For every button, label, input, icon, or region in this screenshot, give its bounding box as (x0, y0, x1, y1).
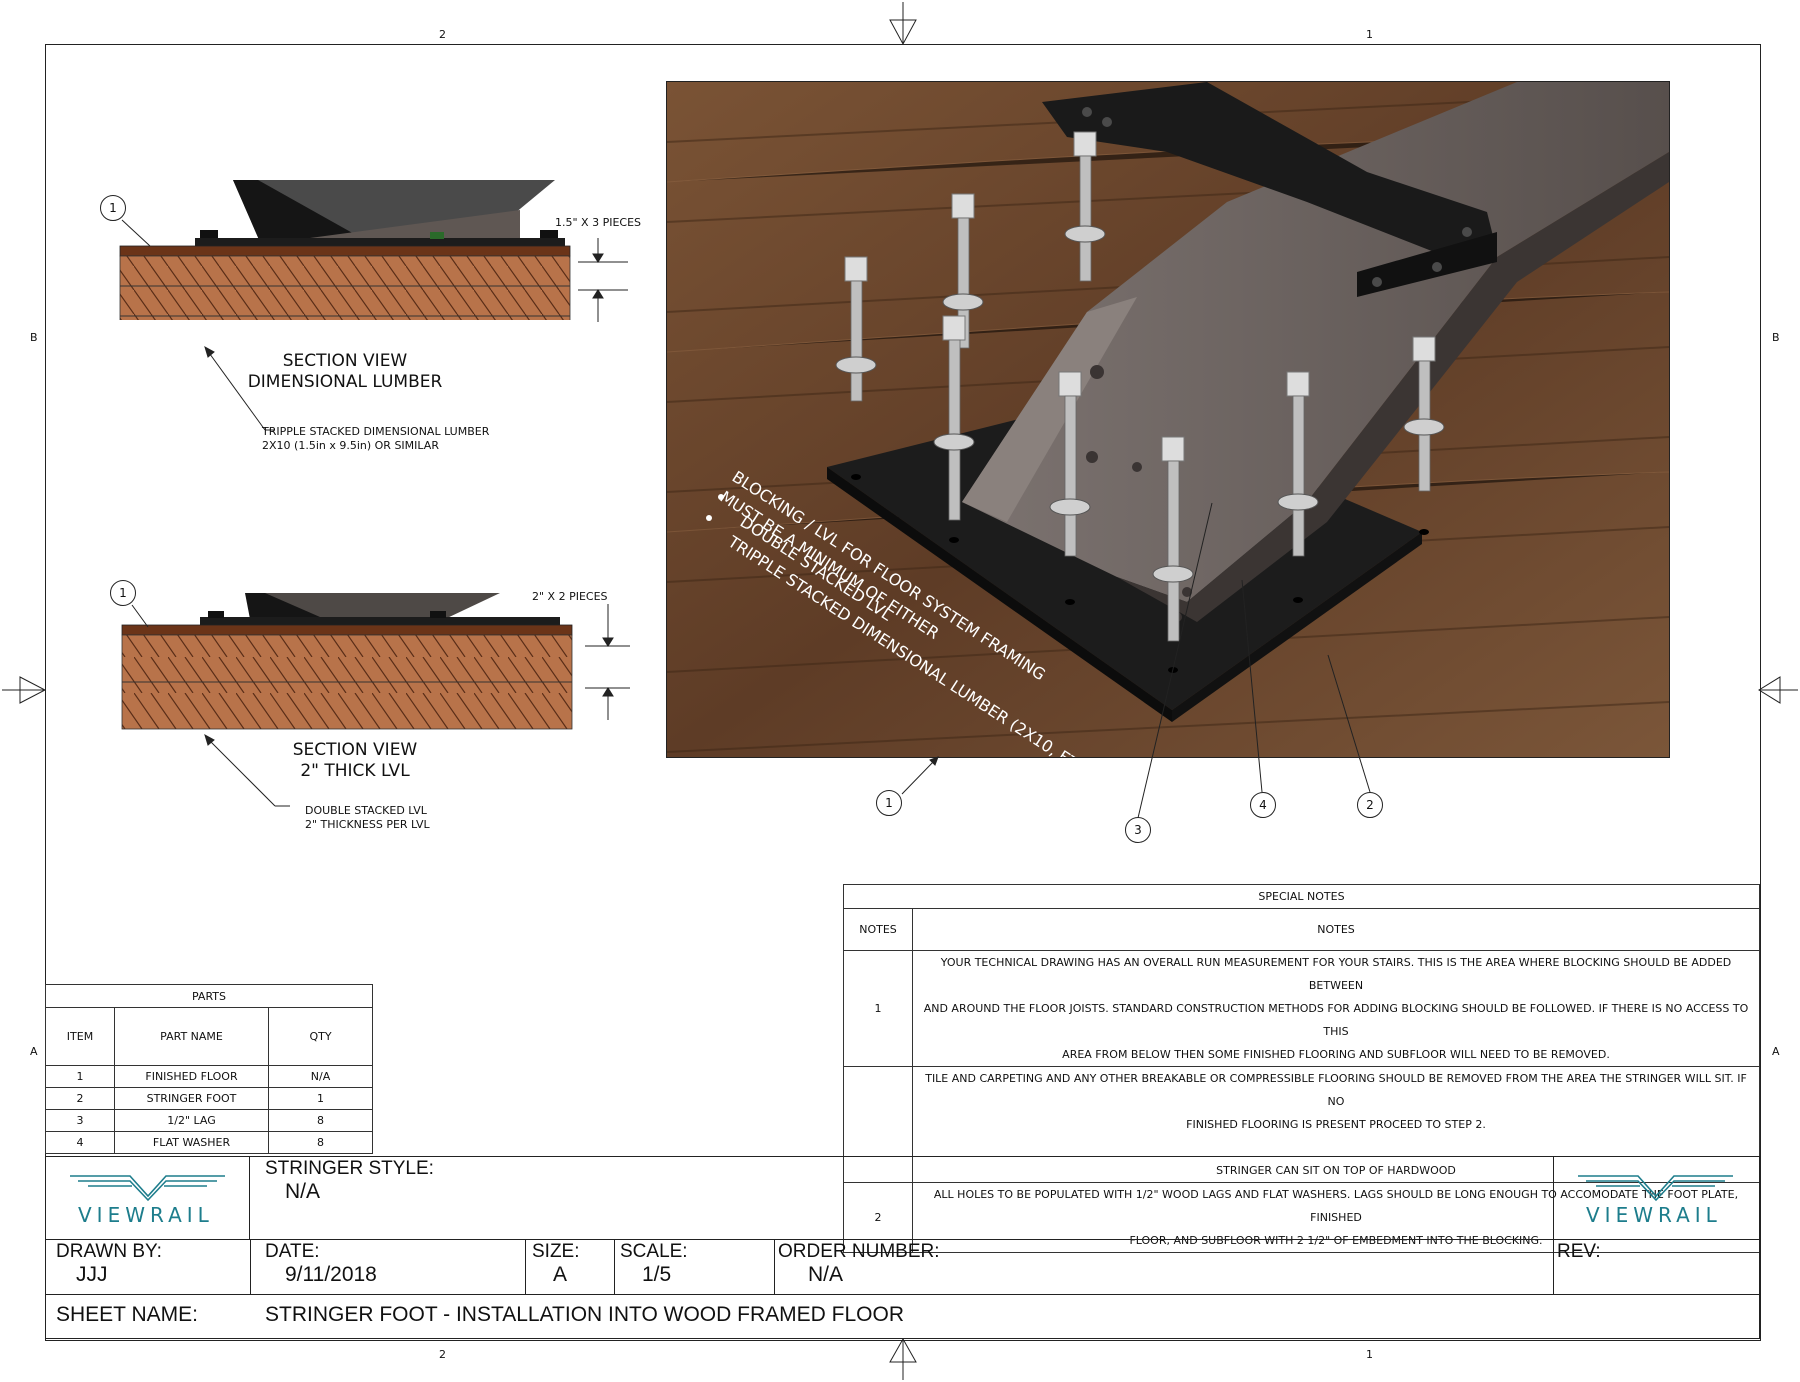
section-view-lvl (121, 593, 573, 730)
order-number-label: ORDER NUMBER: (778, 1241, 940, 1262)
section-a-title-line1: SECTION VIEW (282, 351, 408, 371)
parts-cell: FLAT WASHER (114, 1131, 269, 1154)
note-text: AND AROUND THE FLOOR JOISTS. STANDARD CO… (923, 1002, 1749, 1038)
zone-marker-left-b: B (30, 331, 38, 344)
size-value: A (553, 1263, 568, 1286)
drawing-border (45, 44, 1761, 1341)
parts-cell: STRINGER FOOT (114, 1087, 269, 1110)
note-text: TILE AND CARPETING AND ANY OTHER BREAKAB… (925, 1072, 1747, 1108)
zone-marker-right-b: B (1772, 331, 1780, 344)
render-callout-4: 4 (1250, 792, 1276, 818)
parts-header-name: PART NAME (114, 1007, 269, 1066)
notes-header-col1: NOTES (843, 908, 913, 951)
stringer-style-label: STRINGER STYLE: (265, 1158, 434, 1179)
date-value: 9/11/2018 (285, 1263, 377, 1286)
note-number: 1 (843, 950, 913, 1067)
zone-marker-top-1: 1 (1366, 28, 1373, 41)
parts-table-title: PARTS (45, 984, 373, 1008)
viewrail-logo-right: VIEWRAIL (1586, 1203, 1722, 1227)
note-number: 2 (843, 1182, 913, 1253)
special-notes-title: SPECIAL NOTES (843, 884, 1760, 909)
drawn-by-label: DRAWN BY: (56, 1241, 162, 1262)
parts-cell: 2 (45, 1087, 115, 1110)
order-number-value: N/A (808, 1263, 844, 1286)
stringer-foot-render: BLOCKING / LVL FOR FLOOR SYSTEM FRAMING … (666, 81, 1670, 758)
table-row: TILE AND CARPETING AND ANY OTHER BREAKAB… (843, 1066, 1760, 1183)
note-text: FLOOR, AND SUBFLOOR WITH 2 1/2" OF EMBED… (1129, 1234, 1543, 1247)
sheet-name-row (45, 1294, 1760, 1339)
parts-cell: N/A (268, 1065, 373, 1088)
scale-label: SCALE: (620, 1241, 688, 1262)
section-b-title-line2: 2" THICK LVL (300, 761, 410, 781)
zone-marker-left-a: A (30, 1045, 38, 1058)
parts-cell: 1/2" LAG (114, 1109, 269, 1132)
notes-header-col2: NOTES (912, 908, 1760, 951)
viewrail-logo-mark-right (1578, 1175, 1733, 1202)
scale-value: 1/5 (642, 1263, 672, 1286)
zone-marker-bottom-1: 1 (1366, 1348, 1373, 1361)
render-callout-1: 1 (876, 790, 902, 816)
size-label: SIZE: (532, 1241, 580, 1262)
date-label: DATE: (265, 1241, 320, 1262)
note-text: YOUR TECHNICAL DRAWING HAS AN OVERALL RU… (940, 956, 1732, 992)
section-view-dimensional-lumber (119, 180, 571, 320)
parts-cell: 4 (45, 1131, 115, 1154)
callout-1-section-a: 1 (100, 195, 126, 221)
table-row: 2 ALL HOLES TO BE POPULATED WITH 1/2" WO… (843, 1182, 1760, 1253)
parts-cell: FINISHED FLOOR (114, 1065, 269, 1088)
viewrail-logo-mark-left (70, 1175, 225, 1202)
stringer-style-value: N/A (285, 1180, 321, 1203)
render-illustration (667, 82, 1669, 757)
zone-marker-top-2: 2 (439, 28, 446, 41)
render-callout-2: 2 (1357, 792, 1383, 818)
section-b-title-line1: SECTION VIEW (292, 740, 418, 760)
zone-marker-bottom-2: 2 (439, 1348, 446, 1361)
note-text: STRINGER CAN SIT ON TOP OF HARDWOOD (1216, 1164, 1456, 1177)
section-a-note-line1: TRIPPLE STACKED DIMENSIONAL LUMBER (262, 425, 490, 438)
render-callout-3: 3 (1125, 817, 1151, 843)
rev-label: REV: (1557, 1241, 1601, 1262)
parts-header-item: ITEM (45, 1007, 115, 1066)
zone-marker-right-a: A (1772, 1045, 1780, 1058)
note-text: AREA FROM BELOW THEN SOME FINISHED FLOOR… (1062, 1048, 1610, 1061)
section-b-dimension: 2" X 2 PIECES (532, 590, 608, 603)
sheet-name-value: STRINGER FOOT - INSTALLATION INTO WOOD F… (265, 1303, 904, 1326)
section-b-note-line2: 2" THICKNESS PER LVL (305, 818, 430, 831)
special-notes-table: SPECIAL NOTES NOTES NOTES 1 YOUR TECHNIC… (843, 884, 1760, 1253)
parts-cell: 8 (268, 1109, 373, 1132)
section-a-dimension: 1.5" X 3 PIECES (555, 216, 642, 229)
section-b-note-line1: DOUBLE STACKED LVL (305, 804, 427, 817)
section-a-title-line2: DIMENSIONAL LUMBER (247, 372, 443, 392)
parts-cell: 3 (45, 1109, 115, 1132)
parts-cell: 1 (45, 1065, 115, 1088)
callout-1-section-b: 1 (110, 580, 136, 606)
table-row: 1 YOUR TECHNICAL DRAWING HAS AN OVERALL … (843, 950, 1760, 1067)
lag-bolts (835, 131, 1445, 673)
section-a-note-line2: 2X10 (1.5in x 9.5in) OR SIMILAR (262, 439, 439, 452)
note-text: ALL HOLES TO BE POPULATED WITH 1/2" WOOD… (933, 1188, 1739, 1224)
sheet-name-label: SHEET NAME: (56, 1303, 198, 1326)
viewrail-logo-left: VIEWRAIL (78, 1203, 214, 1227)
parts-cell: 1 (268, 1087, 373, 1110)
note-text: FINISHED FLOORING IS PRESENT PROCEED TO … (1186, 1118, 1486, 1131)
parts-header-qty: QTY (268, 1007, 373, 1066)
parts-cell: 8 (268, 1131, 373, 1154)
drawn-by-value: JJJ (76, 1263, 108, 1286)
